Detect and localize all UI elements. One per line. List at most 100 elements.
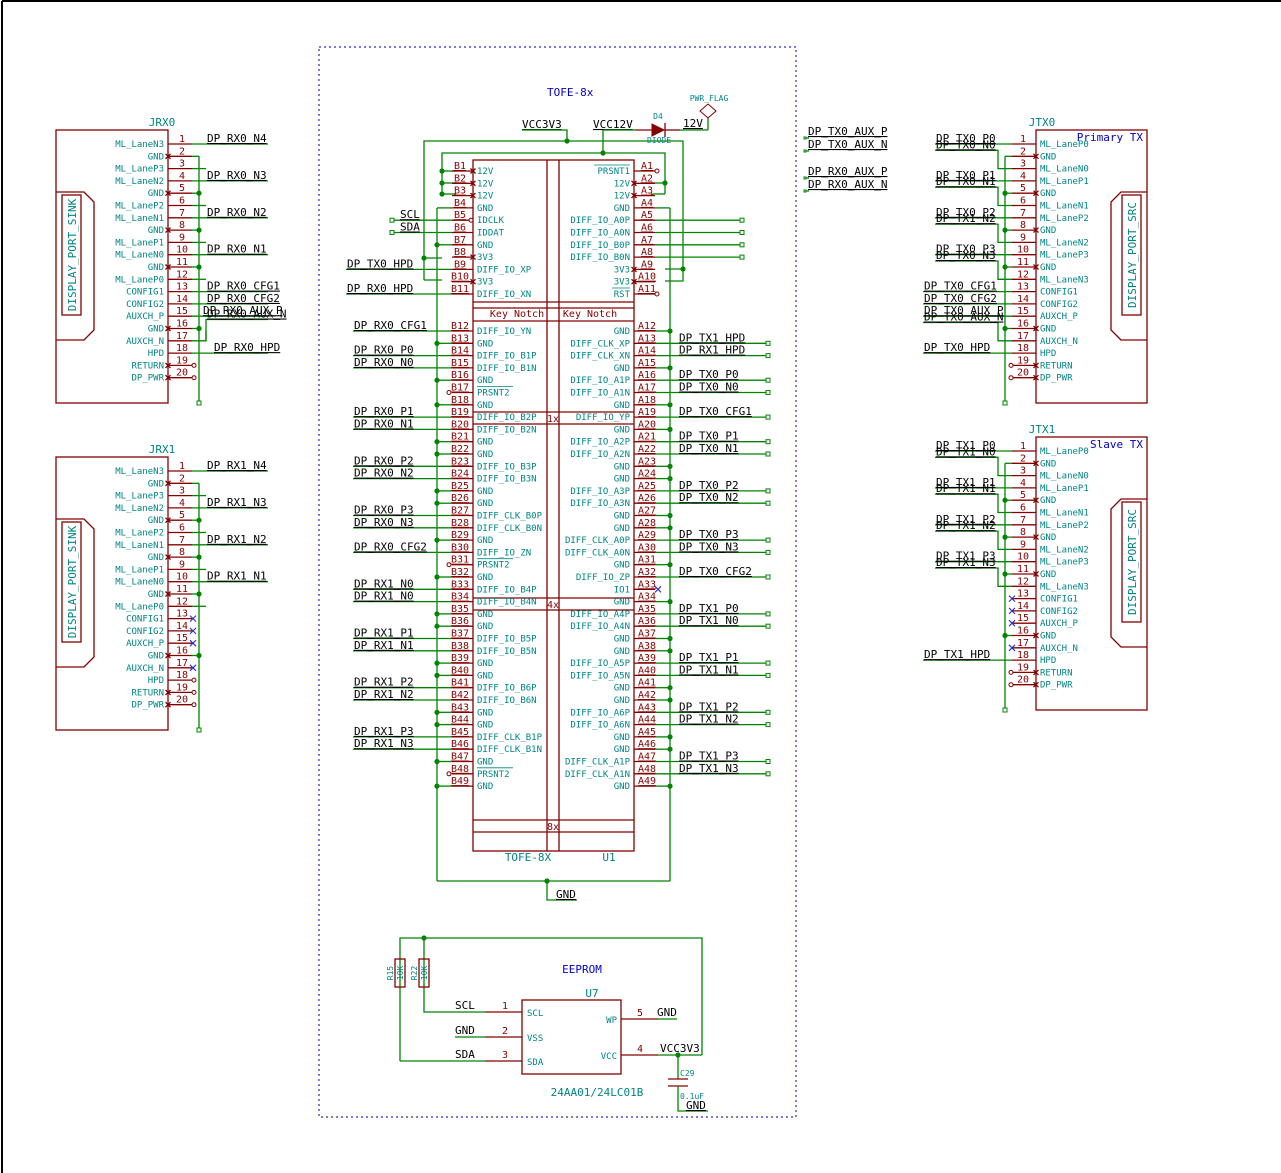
pin-number: 4 bbox=[179, 171, 185, 182]
no-connect-marker bbox=[1008, 644, 1016, 652]
net-label: DP_RX0_HPD bbox=[347, 282, 413, 295]
port-terminal[interactable] bbox=[196, 400, 202, 406]
section-mark: 8x bbox=[547, 822, 559, 833]
net-wire bbox=[935, 149, 1012, 170]
pin-name: GND bbox=[477, 671, 493, 681]
floating-net-label[interactable]: DP_TX0_AUX_N bbox=[803, 138, 887, 153]
port-terminal[interactable] bbox=[739, 230, 745, 235]
port-terminal[interactable] bbox=[765, 722, 771, 728]
pin-number: B10 bbox=[451, 272, 469, 283]
port-terminal[interactable] bbox=[765, 500, 771, 506]
port-terminal[interactable] bbox=[765, 353, 771, 359]
pin-number: 12 bbox=[1017, 576, 1029, 587]
eeprom-u7[interactable]: EEPROMU724AA01/24LC01B1SCLSCL2VSSGND3SDA… bbox=[386, 935, 708, 1112]
pin-number: B14 bbox=[451, 346, 469, 357]
no-connect-stroke bbox=[189, 664, 197, 672]
net-label: DP_RX0_N1 bbox=[354, 417, 414, 430]
connector-ref: JTX1 bbox=[1029, 423, 1056, 436]
floating-net-label[interactable]: DP_RX0_AUX_P bbox=[803, 165, 888, 180]
net-label: DP_TX1_P3 bbox=[936, 550, 996, 563]
pin-name: ML_LaneN0 bbox=[115, 251, 164, 261]
port-terminal[interactable] bbox=[739, 242, 745, 248]
port-terminal[interactable] bbox=[1002, 707, 1008, 713]
junction-dot bbox=[667, 426, 673, 432]
port-terminal[interactable] bbox=[765, 574, 771, 580]
port-terminal[interactable] bbox=[765, 488, 771, 494]
pin-number: 1 bbox=[502, 1001, 508, 1012]
open-pin-marker bbox=[468, 217, 474, 223]
pin-number: 13 bbox=[1017, 282, 1029, 293]
port-terminal[interactable] bbox=[765, 451, 771, 457]
port-terminal[interactable] bbox=[739, 254, 745, 260]
port-terminal[interactable] bbox=[765, 390, 771, 395]
floating-net-label[interactable]: DP_RX0_AUX_N bbox=[803, 178, 887, 193]
port-terminal[interactable] bbox=[765, 771, 771, 777]
port-terminal[interactable] bbox=[765, 611, 771, 617]
pin-name: CONFIG1 bbox=[126, 615, 164, 625]
port-terminal[interactable] bbox=[765, 623, 771, 629]
no-connect-stroke bbox=[1008, 619, 1016, 627]
port-terminal[interactable] bbox=[196, 727, 202, 733]
net-label: DP_TX0_P1 bbox=[679, 430, 739, 443]
port-terminal[interactable] bbox=[765, 660, 771, 666]
pin-number: 20 bbox=[176, 368, 188, 379]
port-terminal[interactable] bbox=[1002, 400, 1008, 406]
pin-type-marker bbox=[165, 554, 171, 561]
junction-dot bbox=[434, 623, 440, 629]
junction-dot bbox=[667, 734, 673, 740]
junction-dot bbox=[667, 525, 673, 531]
port-terminal[interactable] bbox=[739, 217, 745, 223]
pin-number: 10 bbox=[1017, 552, 1029, 563]
junction-dot bbox=[196, 591, 202, 597]
port-terminal[interactable] bbox=[389, 230, 395, 235]
open-pin-marker bbox=[1008, 669, 1014, 675]
pin-name: ML_LaneN2 bbox=[1040, 238, 1089, 248]
open-pin-marker bbox=[1008, 682, 1014, 688]
pin-name: CONFIG2 bbox=[1040, 300, 1078, 310]
pin-name: ML_LaneP2 bbox=[1040, 521, 1089, 531]
hierarchical-sheet-box[interactable] bbox=[318, 46, 797, 1118]
pin-number: A4 bbox=[641, 198, 653, 209]
port-terminal[interactable] bbox=[765, 759, 771, 764]
port-terminal[interactable] bbox=[765, 414, 771, 420]
port-terminal[interactable] bbox=[765, 377, 771, 383]
port-terminal[interactable] bbox=[765, 439, 771, 445]
pin-name: DIFF_IO_B2N bbox=[477, 425, 537, 435]
resistor-ref: R15 bbox=[386, 966, 395, 981]
port-terminal[interactable] bbox=[765, 537, 771, 543]
port-terminal[interactable] bbox=[389, 217, 395, 223]
floating-net-label[interactable]: DP_TX0_AUX_P bbox=[803, 125, 888, 140]
port-terminal[interactable] bbox=[765, 549, 771, 555]
port-terminal[interactable] bbox=[765, 672, 771, 678]
junction-dot bbox=[1002, 264, 1008, 270]
port-terminal[interactable] bbox=[765, 709, 771, 715]
pin-number: A46 bbox=[638, 739, 656, 750]
port-terminal[interactable] bbox=[765, 340, 771, 346]
pin-number: 5 bbox=[1020, 183, 1026, 194]
no-connect-stroke bbox=[189, 639, 197, 647]
tofe-value: TOFE-8X bbox=[505, 851, 552, 864]
pin-number: B36 bbox=[451, 616, 469, 627]
